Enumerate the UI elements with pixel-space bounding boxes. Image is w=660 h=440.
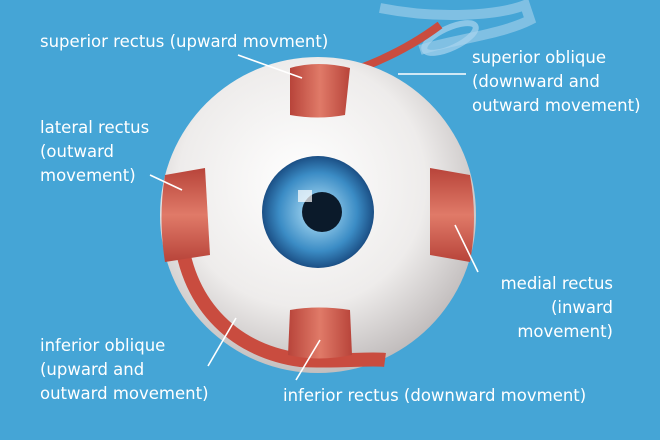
label-superior-rectus: superior rectus (upward movment) xyxy=(40,32,329,51)
inferior-rectus-muscle xyxy=(288,307,352,359)
medial-rectus-muscle xyxy=(430,168,474,262)
trochlea-ring xyxy=(421,20,479,56)
label-line: outward movement) xyxy=(472,96,641,115)
leader-lines xyxy=(149,54,479,381)
label-medial-rectus: medial rectus (inward movement) xyxy=(501,272,613,344)
label-line: movement) xyxy=(40,166,136,185)
label-line: lateral rectus xyxy=(40,118,150,137)
reflection xyxy=(298,190,312,202)
label-line: (inward xyxy=(550,298,613,317)
label-line: (outward xyxy=(40,142,115,161)
label-line: movement) xyxy=(517,322,613,341)
label-superior-oblique: superior oblique (downward and outward m… xyxy=(472,46,641,118)
label-line: medial rectus xyxy=(500,274,613,293)
label-line: superior oblique xyxy=(472,48,606,67)
label-line: outward movement) xyxy=(40,384,209,403)
inferior-oblique-muscle xyxy=(173,229,386,368)
trochlea xyxy=(379,0,537,55)
label-line: (upward and xyxy=(40,360,145,379)
label-inferior-oblique: inferior oblique (upward and outward mov… xyxy=(40,334,209,406)
label-line: (downward and xyxy=(472,72,600,91)
superior-rectus-muscle xyxy=(290,64,350,118)
label-line: inferior oblique xyxy=(40,336,166,355)
lateral-rectus-muscle xyxy=(161,168,210,262)
label-inferior-rectus: inferior rectus (downward movment) xyxy=(283,386,587,405)
label-lateral-rectus: lateral rectus (outward movement) xyxy=(40,116,149,188)
